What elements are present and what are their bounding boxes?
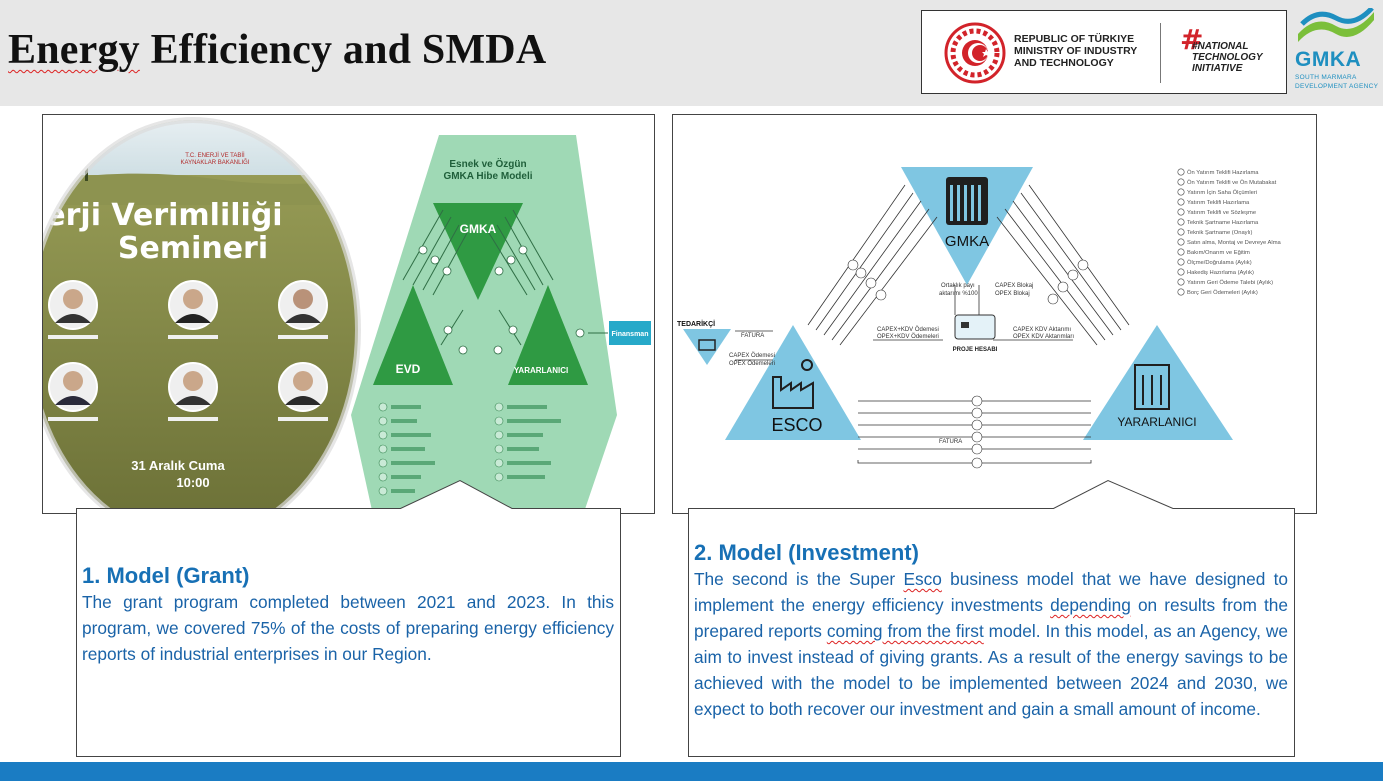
svg-text:CAPEX+KDV Ödemesi: CAPEX+KDV Ödemesi [877,326,939,333]
svg-text:PROJE HESABI: PROJE HESABI [953,347,998,353]
svg-text:Ön Yatırım Teklifi ve Ön Mutab: Ön Yatırım Teklifi ve Ön Mutabakat [1187,179,1277,186]
svg-text:FATURA: FATURA [741,333,764,339]
beneficiary-building-icon [1134,364,1170,410]
svg-text:GMKA: GMKA [460,222,497,236]
header-bar: Energy Efficiency and SMDA REPUBLIC OF T… [0,0,1383,106]
tedarikci-box: TEDARİKÇİ [677,320,731,365]
svg-text:OPEX Ödemeleri: OPEX Ödemeleri [729,360,775,367]
svg-text:CAPEX Ödemesi: CAPEX Ödemesi [729,352,775,359]
svg-text:10:00: 10:00 [176,475,209,490]
svg-text:TEDARİKÇİ: TEDARİKÇİ [677,320,715,328]
ministry-name: REPUBLIC OF TÜRKIYE MINISTRY OF INDUSTRY… [1014,33,1138,69]
page-title: Energy Efficiency and SMDA [8,27,547,73]
proje-hesabi-card: PROJE HESABI [953,314,998,353]
logo-divider [1160,23,1161,83]
svg-text:Yatırım Geri Ödeme Talebi (Ayl: Yatırım Geri Ödeme Talebi (Aylık) [1187,279,1273,286]
svg-text:Esnek ve Özgün: Esnek ve Özgün [449,157,526,170]
yararlanici-triangle [1083,325,1233,440]
svg-text:Satın alma, Montaj ve Devreye: Satın alma, Montaj ve Devreye Alma [1187,240,1282,246]
step-number-markers [847,259,1089,469]
hashtag-icon: # [1180,25,1203,53]
svg-text:Yatırım Teklifi Hazırlama: Yatırım Teklifi Hazırlama [1187,200,1250,206]
ministry-emblem-icon [944,22,1006,84]
svg-text:Ortaklık payı: Ortaklık payı [941,283,975,289]
gmka-triangle [901,167,1033,285]
gmka-logo-subtitle: SOUTH MARMARA DEVELOPMENT AGENCY [1295,74,1379,90]
svg-text:T.C. ENERJİ VE TABİİ: T.C. ENERJİ VE TABİİ [185,152,245,159]
svg-text:Enerji Verimliliği: Enerji Verimliliği [43,198,283,233]
svg-text:#: # [1180,25,1203,53]
svg-text:YARARLANICI: YARARLANICI [514,366,568,375]
svg-text:Bakım/Onarım ve Eğitim: Bakım/Onarım ve Eğitim [1187,250,1250,256]
grant-model-image: T.C. ENERJİ VE TABİİ KAYNAKLAR BAKANLIĞI… [42,114,655,514]
grant-model-collage: T.C. ENERJİ VE TABİİ KAYNAKLAR BAKANLIĞI… [43,117,651,513]
partner-logos-box: REPUBLIC OF TÜRKIYE MINISTRY OF INDUSTRY… [921,10,1287,94]
callout-box-investment [688,479,1295,757]
svg-text:Finansman: Finansman [612,331,649,338]
seminar-poster: T.C. ENERJİ VE TABİİ KAYNAKLAR BAKANLIĞI… [43,120,358,513]
svg-text:CAPEX Blokaj: CAPEX Blokaj [995,283,1033,289]
footer-bar [0,762,1383,781]
gmka-grant-model-diagram: Esnek ve Özgün GMKA Hibe Modeli GMKA EVD… [351,135,651,513]
svg-text:Yatırım İçin Saha Ölçümleri: Yatırım İçin Saha Ölçümleri [1187,189,1257,196]
svg-text:Borç Geri Ödemeleri (Aylık): Borç Geri Ödemeleri (Aylık) [1187,289,1258,296]
callout-box-grant [76,479,621,757]
svg-text:FATURA: FATURA [939,439,962,445]
svg-text:Teknik Şartname Hazırlama: Teknik Şartname Hazırlama [1187,220,1259,226]
svg-text:OPEX+KDV Ödemeleri: OPEX+KDV Ödemeleri [877,333,939,340]
svg-text:YARARLANICI: YARARLANICI [1117,415,1196,429]
svg-text:Semineri: Semineri [118,231,268,266]
svg-text:Yatırım Teklifi ve Sözleşme: Yatırım Teklifi ve Sözleşme [1187,210,1256,216]
svg-text:31 Aralık Cuma: 31 Aralık Cuma [131,458,225,473]
svg-text:aktarımı %100: aktarımı %100 [939,291,978,297]
svg-text:KAYNAKLAR BAKANLIĞI: KAYNAKLAR BAKANLIĞI [181,159,250,166]
svg-text:Hakediş Hazırlama (Aylık): Hakediş Hazırlama (Aylık) [1187,270,1254,276]
svg-text:OPEX Blokaj: OPEX Blokaj [995,291,1030,297]
process-step-legend: Ön Yatırım Teklifi Hazırlama Ön Yatırım … [1177,168,1282,296]
gmka-logo-name: GMKA [1295,48,1362,71]
svg-text:CAPEX KDV Aktarımı: CAPEX KDV Aktarımı [1013,327,1071,333]
svg-text:GMKA: GMKA [945,233,989,250]
model2-textblock: 2. Model (Investment) The second is the … [694,540,1288,722]
national-technology-initiative: #NATIONAL TECHNOLOGY INITIATIVE [1192,41,1263,74]
svg-text:Teknik Şartname (Onaylı): Teknik Şartname (Onaylı) [1187,230,1252,236]
svg-text:Ölçme/Doğrulama (Aylık): Ölçme/Doğrulama (Aylık) [1187,259,1252,266]
svg-text:ESCO: ESCO [771,415,822,435]
super-esco-model-diagram: GMKA ESCO YARARLANICI FATURA [677,167,1282,469]
model2-body: The second is the Super Esco business mo… [694,569,1288,719]
gmka-logo-icon [1298,8,1374,42]
model2-heading: 2. Model (Investment) [694,540,919,565]
svg-text:EVD: EVD [396,362,421,376]
svg-text:Ön Yatırım Teklifi Hazırlama: Ön Yatırım Teklifi Hazırlama [1187,169,1259,176]
model1-heading: 1. Model (Grant) [82,563,250,588]
svg-text:OPEX KDV Aktarımları: OPEX KDV Aktarımları [1013,334,1074,340]
gmka-building-icon [946,177,988,225]
esco-triangle [725,325,861,440]
investment-model-image: GMKA ESCO YARARLANICI FATURA [672,114,1317,514]
svg-text:GMKA Hibe Modeli: GMKA Hibe Modeli [443,171,532,182]
model1-textblock: 1. Model (Grant) The grant program compl… [82,563,614,667]
factory-icon [772,359,814,409]
model1-body: The grant program completed between 2021… [82,592,614,664]
speaker-photos [48,280,328,412]
